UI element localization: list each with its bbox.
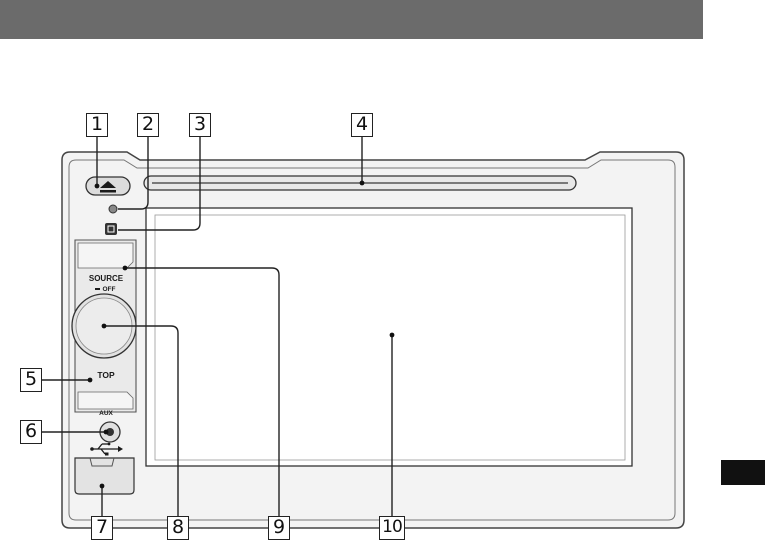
callout-3: 3: [189, 113, 211, 137]
callout-6: 6: [20, 420, 42, 444]
top-button-lower[interactable]: [78, 392, 133, 409]
reset-hole[interactable]: [109, 205, 117, 213]
callout-1: 1: [86, 113, 108, 137]
menu-button[interactable]: [105, 223, 117, 235]
usb-port-cover[interactable]: [75, 458, 134, 494]
callout-7: 7: [91, 516, 113, 540]
callout-9: 9: [268, 516, 290, 540]
source-button-upper[interactable]: [78, 243, 133, 268]
source-label: SOURCE: [89, 274, 124, 283]
callout-8: 8: [167, 516, 189, 540]
off-label: OFF: [103, 286, 116, 293]
callout-4: 4: [351, 113, 373, 137]
off-dash: [95, 288, 100, 290]
aux-label: AUX: [99, 410, 113, 417]
callout-2: 2: [137, 113, 159, 137]
top-label: TOP: [97, 370, 115, 380]
display-screen-inner: [155, 215, 625, 460]
callout-10: 10: [379, 516, 405, 540]
callout-5: 5: [20, 368, 42, 392]
